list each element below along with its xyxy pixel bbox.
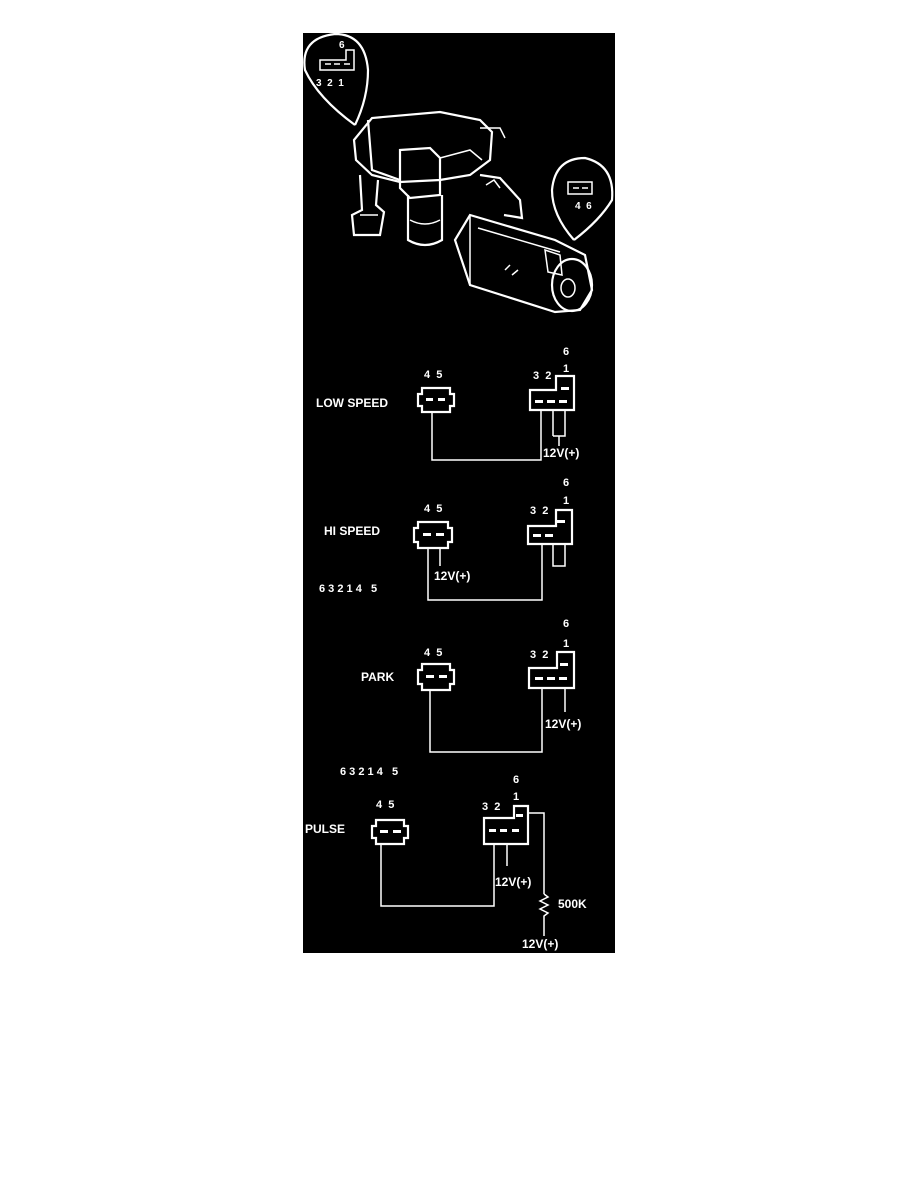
wire-loop <box>427 544 543 601</box>
wire-loop <box>380 844 495 907</box>
connector-6-3-2-1 <box>482 804 530 846</box>
hi-speed-pin-1: 1 <box>563 495 569 507</box>
park-left-pins: 4 5 <box>424 647 442 659</box>
pulse-supply: 12V(+) <box>495 875 531 889</box>
connector-6-3-2-1 <box>526 508 574 546</box>
motor-illustration <box>303 32 614 314</box>
park-label: PARK <box>361 670 394 684</box>
wire-bridge <box>552 544 566 567</box>
pulse-supply-bottom: 12V(+) <box>522 937 558 951</box>
connector-6-3-2-1 <box>527 650 576 690</box>
pulse-label: PULSE <box>305 822 345 836</box>
wire-loop <box>429 688 543 753</box>
connector-4-5 <box>416 662 456 692</box>
park-supply: 12V(+) <box>545 717 581 731</box>
pulse-left-pins: 4 5 <box>376 799 394 811</box>
hi-speed-right-pins: 3 2 <box>530 505 548 517</box>
low-speed-pin-1: 1 <box>563 363 569 375</box>
low-speed-supply: 12V(+) <box>543 446 579 460</box>
park-pin-1: 1 <box>563 638 569 650</box>
callout-right-pins: 4 6 <box>575 201 592 212</box>
resistor-500k <box>538 893 550 936</box>
hi-speed-diagram <box>412 508 574 601</box>
pulse-pin-1: 1 <box>513 791 519 803</box>
pulse-resistor-value: 500K <box>558 897 587 911</box>
pulse-pin-6: 6 <box>513 774 519 786</box>
pulse-diagram <box>370 804 550 936</box>
hi-speed-supply: 12V(+) <box>434 569 470 583</box>
diagram-panel <box>303 33 615 953</box>
low-speed-diagram <box>416 374 576 461</box>
hi-speed-label: HI SPEED <box>324 524 380 538</box>
low-speed-right-pins: 3 2 <box>533 370 551 382</box>
callout-left-pins: 3 2 1 <box>316 78 344 89</box>
park-diagram <box>416 650 576 753</box>
low-speed-label: LOW SPEED <box>316 396 388 410</box>
connector-4-5 <box>370 818 410 846</box>
low-speed-pin-6: 6 <box>563 346 569 358</box>
connector-4-5 <box>412 520 454 550</box>
pulse-right-pins: 3 2 <box>482 801 500 813</box>
park-pin-6: 6 <box>563 618 569 630</box>
park-sequence: 6 3 2 1 4 5 <box>340 766 398 778</box>
hi-speed-left-pins: 4 5 <box>424 503 442 515</box>
hi-speed-sequence: 6 3 2 1 4 5 <box>319 583 377 595</box>
hi-speed-pin-6: 6 <box>563 477 569 489</box>
connector-6-3-2-1 <box>528 374 576 412</box>
low-speed-left-pins: 4 5 <box>424 369 442 381</box>
callout-left-top-pin: 6 <box>339 40 345 51</box>
wire-loop <box>431 410 542 461</box>
wire-supply <box>552 410 566 446</box>
park-right-pins: 3 2 <box>530 649 548 661</box>
connector-4-5 <box>416 386 456 414</box>
wire-resistor-feed <box>528 812 545 894</box>
